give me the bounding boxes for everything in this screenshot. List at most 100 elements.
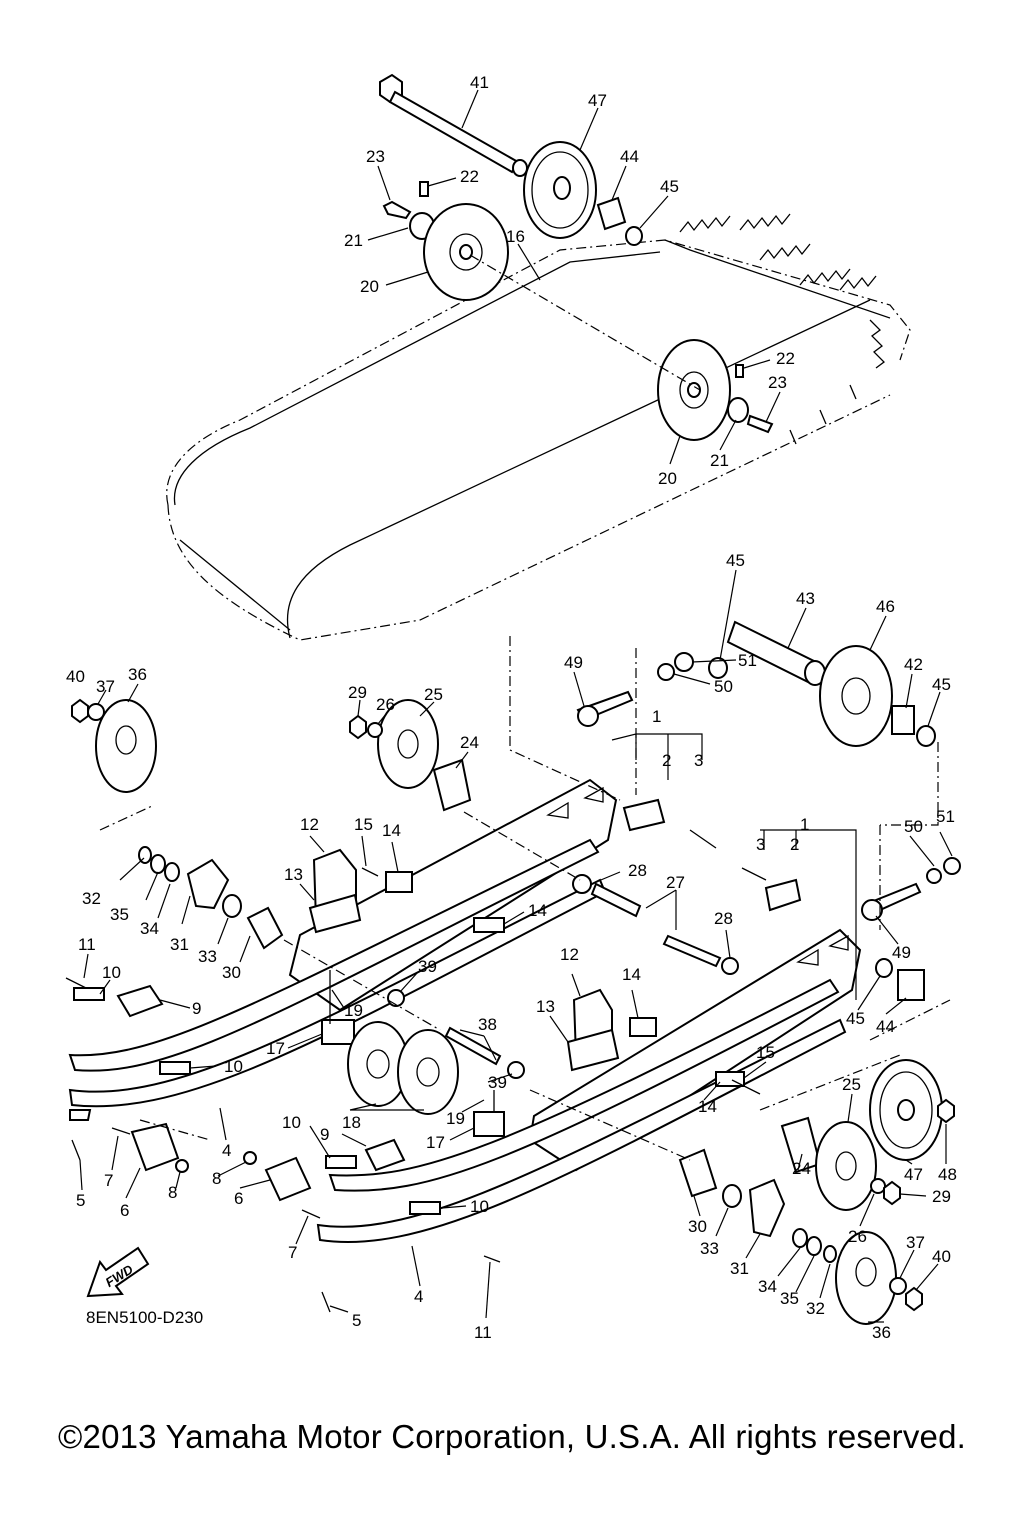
callout-45: 45 <box>726 551 745 570</box>
track-cleats <box>679 213 885 445</box>
bush-21-right <box>727 397 749 423</box>
callout-34: 34 <box>758 1277 777 1296</box>
callout-8: 8 <box>212 1169 221 1188</box>
track-belt <box>166 213 911 641</box>
callout-14: 14 <box>698 1097 717 1116</box>
callout-3: 3 <box>694 751 703 770</box>
rear-axle-43 <box>576 620 936 747</box>
callout-19: 19 <box>446 1109 465 1128</box>
rivet-11-right <box>483 1255 501 1263</box>
nut-51 <box>674 652 694 672</box>
callout-17: 17 <box>426 1133 445 1152</box>
callout-29: 29 <box>348 683 367 702</box>
block-31 <box>186 858 230 910</box>
collar-33 <box>222 894 242 918</box>
callout-36: 36 <box>872 1323 891 1342</box>
bolt-27 <box>590 882 642 918</box>
washer-8-left <box>175 1159 189 1173</box>
callout-14: 14 <box>622 965 641 984</box>
right-slide-rail <box>243 857 961 1325</box>
callout-39: 39 <box>488 1073 507 1092</box>
left-slide-rail <box>65 698 717 1173</box>
block-31-right <box>748 1178 786 1238</box>
bolt-23 <box>382 200 412 220</box>
callout-44: 44 <box>620 147 639 166</box>
callout-1: 1 <box>800 815 809 834</box>
bolt-23-right <box>746 414 774 434</box>
callout-42: 42 <box>904 655 923 674</box>
washer-28 <box>572 874 592 894</box>
callout-17: 17 <box>266 1039 285 1058</box>
rivet-3-left <box>689 829 717 849</box>
collar-44-lower <box>897 969 925 1001</box>
callout-28: 28 <box>628 861 647 880</box>
rivet-15 <box>361 867 379 877</box>
washer-39-b <box>507 1061 525 1079</box>
wheel-25-left <box>377 699 439 789</box>
callout-33: 33 <box>700 1239 719 1258</box>
callout-6: 6 <box>234 1189 243 1208</box>
fwd-arrow: FWD <box>86 1246 150 1298</box>
washer-35-right <box>806 1236 822 1256</box>
callout-40: 40 <box>932 1247 951 1266</box>
callout-49: 49 <box>892 943 911 962</box>
washer-35 <box>150 854 166 874</box>
callout-20: 20 <box>658 469 677 488</box>
stopper-9-right <box>364 1138 406 1172</box>
callout-15: 15 <box>756 1043 775 1062</box>
callout-31: 31 <box>730 1259 749 1278</box>
rivet-3-right <box>741 867 767 881</box>
bolt-27-right <box>662 934 722 968</box>
washer-26 <box>367 722 383 738</box>
wheel-47-lower <box>869 1059 943 1161</box>
callout-38: 38 <box>478 1015 497 1034</box>
rear-axle-assembly <box>379 73 774 441</box>
callout-30: 30 <box>688 1217 707 1236</box>
callout-10: 10 <box>102 963 121 982</box>
callout-20: 20 <box>360 277 379 296</box>
washer-45 <box>625 226 643 246</box>
callout-12: 12 <box>300 815 319 834</box>
nut-40-right <box>905 1286 923 1312</box>
bracket-13-right <box>566 1028 620 1072</box>
callout-23: 23 <box>366 147 385 166</box>
nut-51-right <box>943 857 961 875</box>
callout-7: 7 <box>288 1243 297 1262</box>
callout-27: 27 <box>666 873 685 892</box>
callout-30: 30 <box>222 963 241 982</box>
screw-5-left <box>71 1139 81 1161</box>
callout-49: 49 <box>564 653 583 672</box>
nut-29 <box>349 714 367 740</box>
callout-3: 3 <box>756 835 765 854</box>
washer-26-right <box>870 1178 886 1194</box>
wheel-46 <box>819 645 893 747</box>
callout-13: 13 <box>284 865 303 884</box>
bracket-30-right <box>678 1148 718 1198</box>
callout-21: 21 <box>710 451 729 470</box>
bracket-13 <box>308 893 362 934</box>
wheel-20-lower <box>657 339 731 441</box>
circlip-32 <box>138 846 152 864</box>
callout-13: 13 <box>536 997 555 1016</box>
bolt-49-right <box>874 882 922 912</box>
bracket-2-left <box>622 798 666 832</box>
rivet-7-right <box>301 1209 321 1219</box>
slider-14-b <box>473 917 505 933</box>
callout-26: 26 <box>376 695 395 714</box>
slider-14-a <box>385 871 413 893</box>
slider-10-a <box>73 987 105 1001</box>
callout-24: 24 <box>460 733 479 752</box>
washer-37 <box>87 703 105 721</box>
callout-8: 8 <box>168 1183 177 1202</box>
callout-14: 14 <box>382 821 401 840</box>
rear-axle-bolt <box>379 73 528 177</box>
screw-5-right <box>321 1291 331 1313</box>
idler-wheel-top <box>523 141 597 239</box>
callout-37: 37 <box>906 1233 925 1252</box>
callout-21: 21 <box>344 231 363 250</box>
callout-18: 18 <box>342 1113 361 1132</box>
nut-40 <box>71 698 89 724</box>
callout-10: 10 <box>470 1197 489 1216</box>
slider-10-d <box>409 1201 441 1215</box>
